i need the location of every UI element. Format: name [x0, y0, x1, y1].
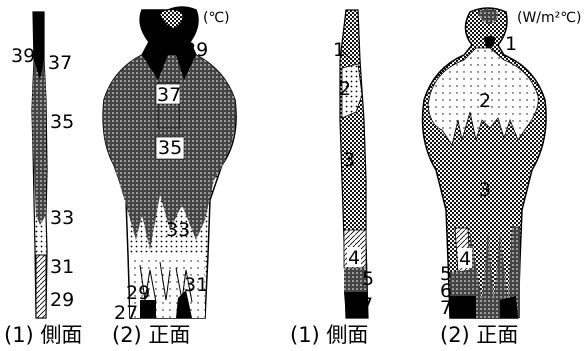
front-label-35: 35 [158, 137, 182, 159]
side-zone-31-29 [36, 255, 46, 318]
side2-label-1: 1 [333, 39, 345, 61]
front2-zone-7 [450, 296, 476, 318]
coefficient-panel: (W/m²℃) 1 2 3 4 5 6 7 [290, 8, 581, 347]
front2-label-2: 2 [479, 90, 491, 112]
side2-label-4: 4 [348, 247, 360, 269]
coefficient-unit: (W/m²℃) [517, 10, 581, 26]
front-label-31: 31 [184, 274, 208, 296]
front-label-33: 33 [166, 219, 190, 241]
side2-label-5: 5 [362, 268, 374, 290]
front2-label-3: 3 [479, 179, 491, 201]
side-label-33: 33 [50, 207, 74, 229]
side2-label-3: 3 [343, 149, 355, 171]
coefficient-side-caption: (1) 側面 [290, 323, 368, 347]
side2-label-6: 6 [333, 294, 345, 316]
temperature-side-figure: 39 37 35 33 31 29 [11, 12, 74, 318]
temperature-side-caption: (1) 側面 [4, 323, 82, 347]
side-label-31: 31 [50, 256, 74, 278]
side2-label-7: 7 [361, 294, 373, 316]
coefficient-front-caption: (2) 正面 [440, 323, 518, 347]
front2-label-7: 7 [440, 297, 452, 319]
side-label-35: 35 [50, 111, 74, 133]
side-label-39: 39 [11, 45, 35, 67]
temperature-front-caption: (2) 正面 [112, 323, 190, 347]
coefficient-front-figure: 1 2 3 4 5 6 7 [423, 8, 547, 319]
front2-label-4: 4 [459, 248, 471, 270]
front-label-29: 29 [126, 282, 150, 304]
front2-label-1: 1 [505, 33, 517, 55]
side-label-29: 29 [50, 289, 74, 311]
side2-label-2: 2 [339, 78, 351, 100]
front-label-37: 37 [157, 84, 181, 106]
temperature-panel: (℃) 39 37 35 33 31 29 39 [4, 7, 236, 347]
coefficient-side-figure: 1 2 3 4 5 6 7 [333, 10, 374, 318]
temperature-unit: (℃) [203, 10, 230, 26]
temperature-front-figure: 39 37 35 33 31 29 27 [103, 7, 236, 324]
side-label-37: 37 [48, 52, 72, 74]
front-label-39: 39 [184, 39, 208, 61]
front-label-27: 27 [114, 302, 138, 324]
